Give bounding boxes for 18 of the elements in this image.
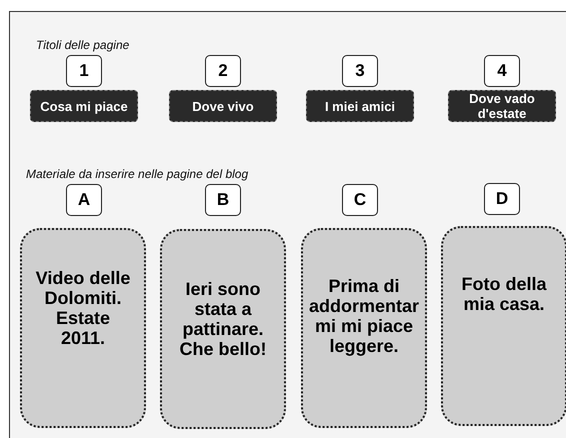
number-box: 3 [342, 55, 378, 87]
number-box: 2 [205, 55, 241, 87]
number-box: A [66, 184, 102, 216]
number-box: D [484, 183, 520, 215]
number-box: 4 [484, 55, 520, 87]
page-title-box: I miei amici [306, 90, 414, 122]
page-title-box: Dove vivo [169, 90, 277, 122]
page-title-box: Dove vado d'estate [448, 90, 556, 122]
content-card: Foto della mia casa. [441, 226, 566, 426]
number-box: B [205, 184, 241, 216]
number-box: 1 [66, 55, 102, 87]
content-card: Prima di addormentar mi mi piace leggere. [301, 228, 427, 428]
content-card: Video delle Dolomiti. Estate 2011. [20, 228, 146, 428]
content-card: Ieri sono stata a pattinare. Che bello! [160, 229, 286, 429]
section-heading: Materiale da inserire nelle pagine del blog [26, 167, 248, 181]
section-heading: Titoli delle pagine [36, 38, 130, 52]
page-title-box: Cosa mi piace [30, 90, 138, 122]
number-box: C [342, 184, 378, 216]
